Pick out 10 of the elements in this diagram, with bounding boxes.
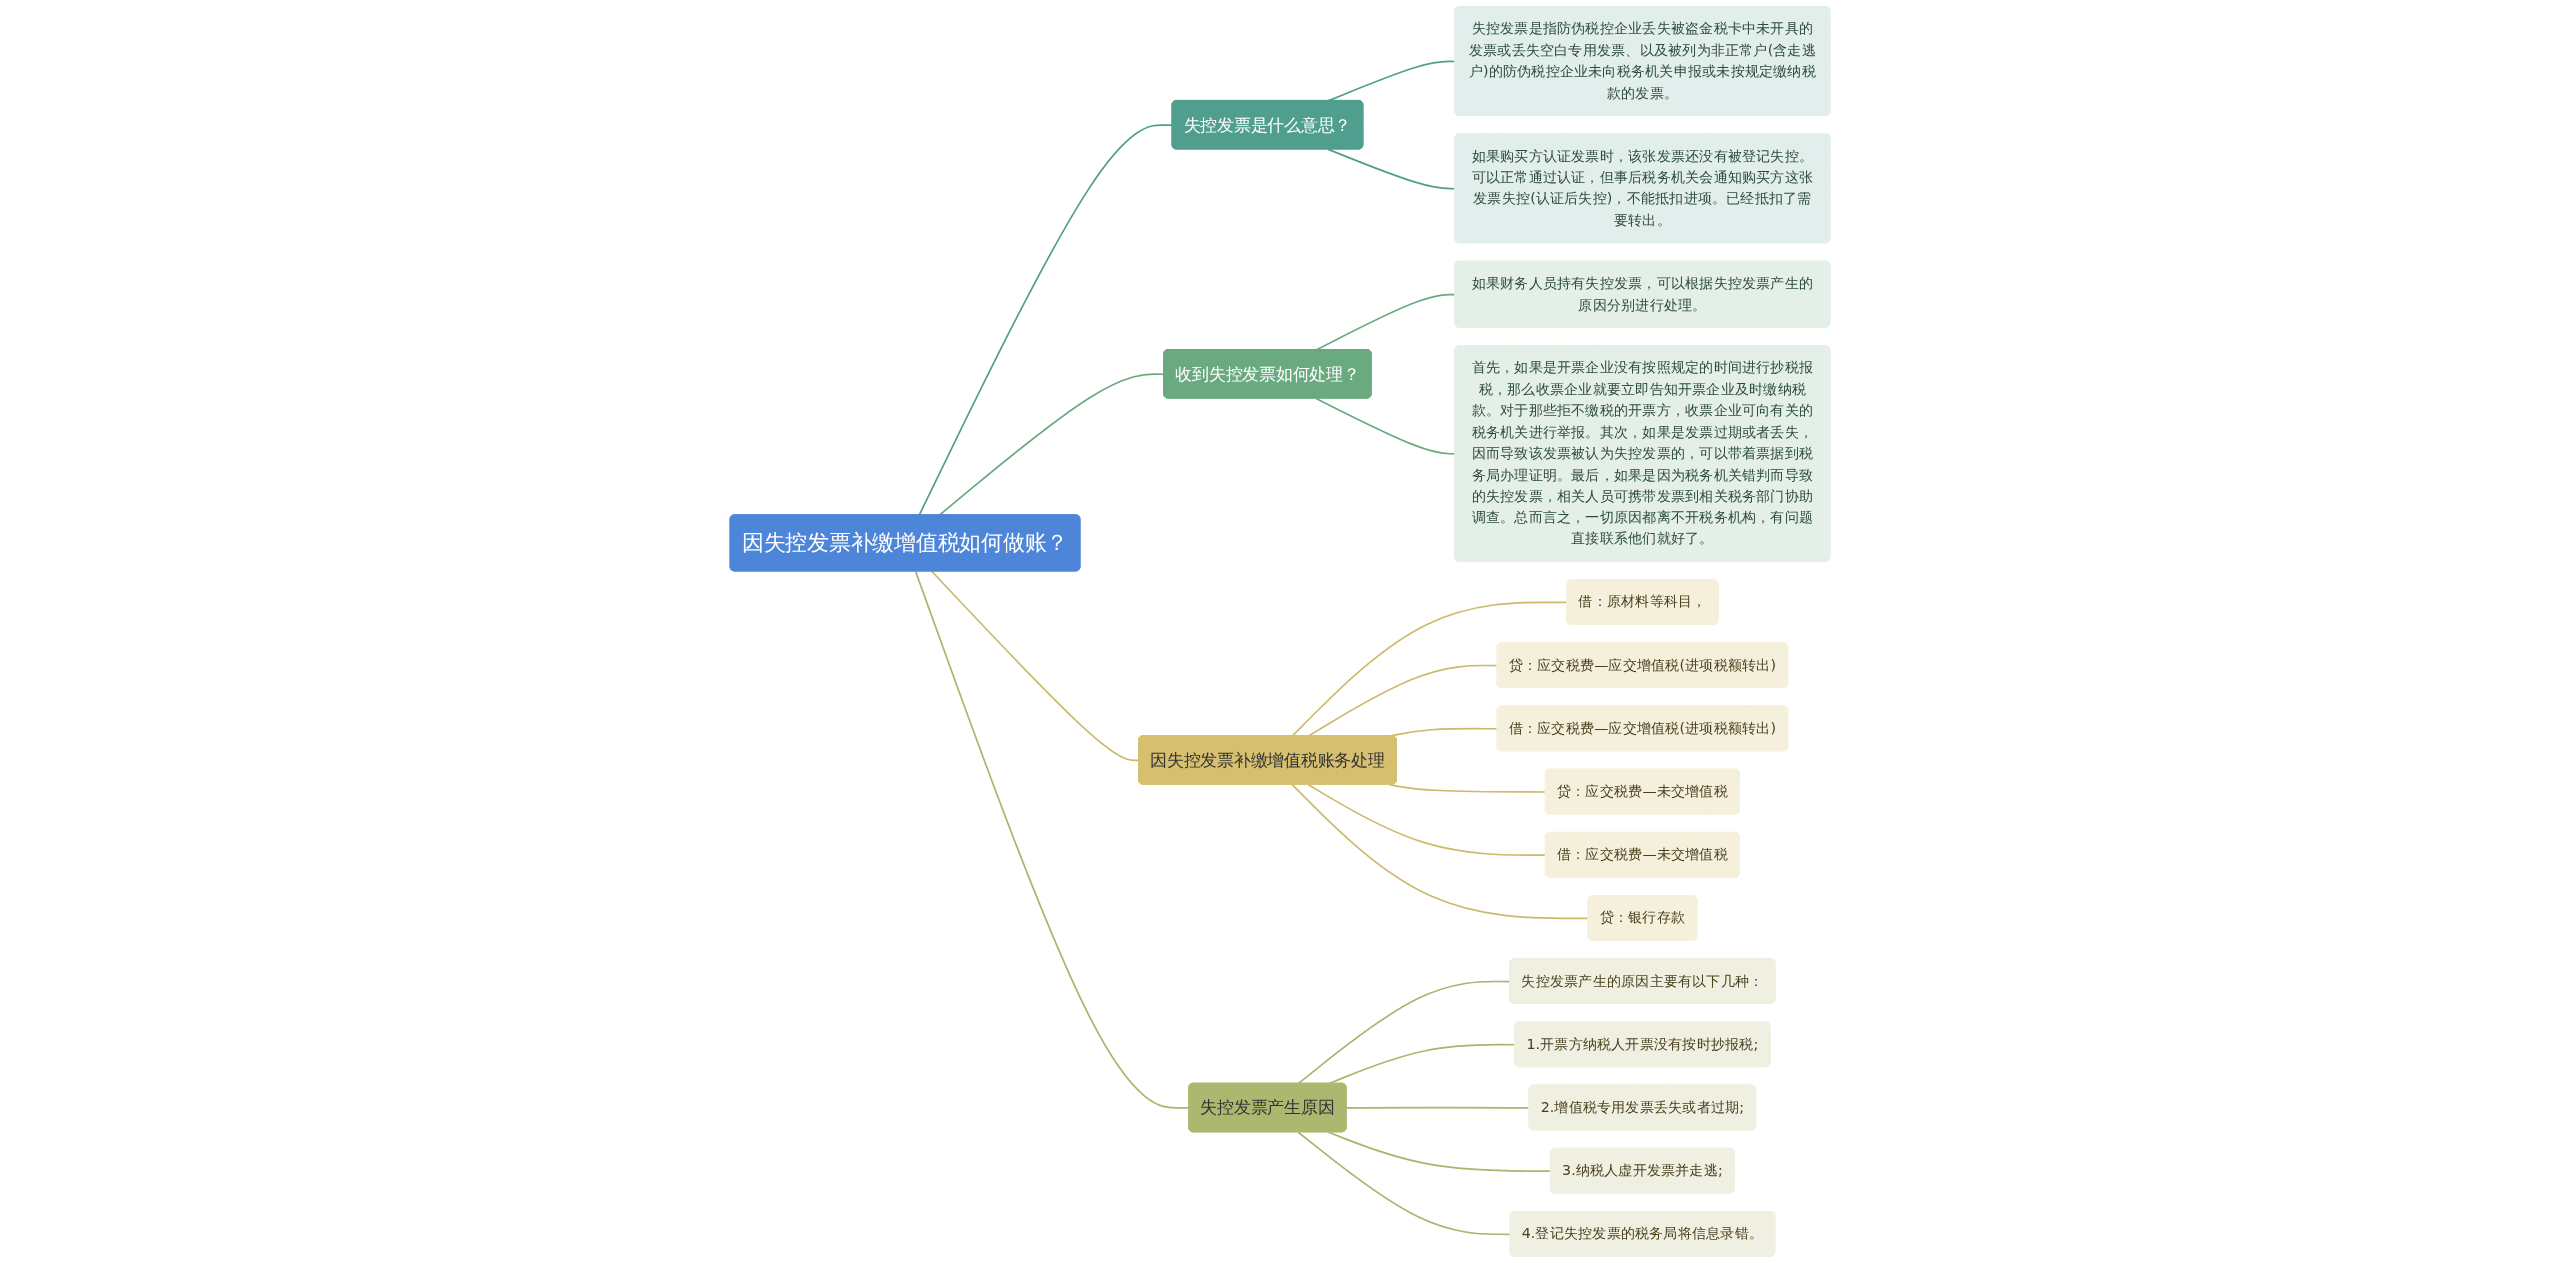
connector [1297, 1131, 1512, 1236]
connector [1388, 783, 1547, 793]
connector [931, 570, 1140, 762]
connector [1307, 664, 1499, 737]
connector [1291, 783, 1590, 920]
connector [1297, 980, 1511, 1085]
connector [1291, 601, 1568, 737]
connector [1307, 783, 1547, 856]
connector [1327, 1131, 1552, 1172]
connector [1345, 1106, 1531, 1109]
